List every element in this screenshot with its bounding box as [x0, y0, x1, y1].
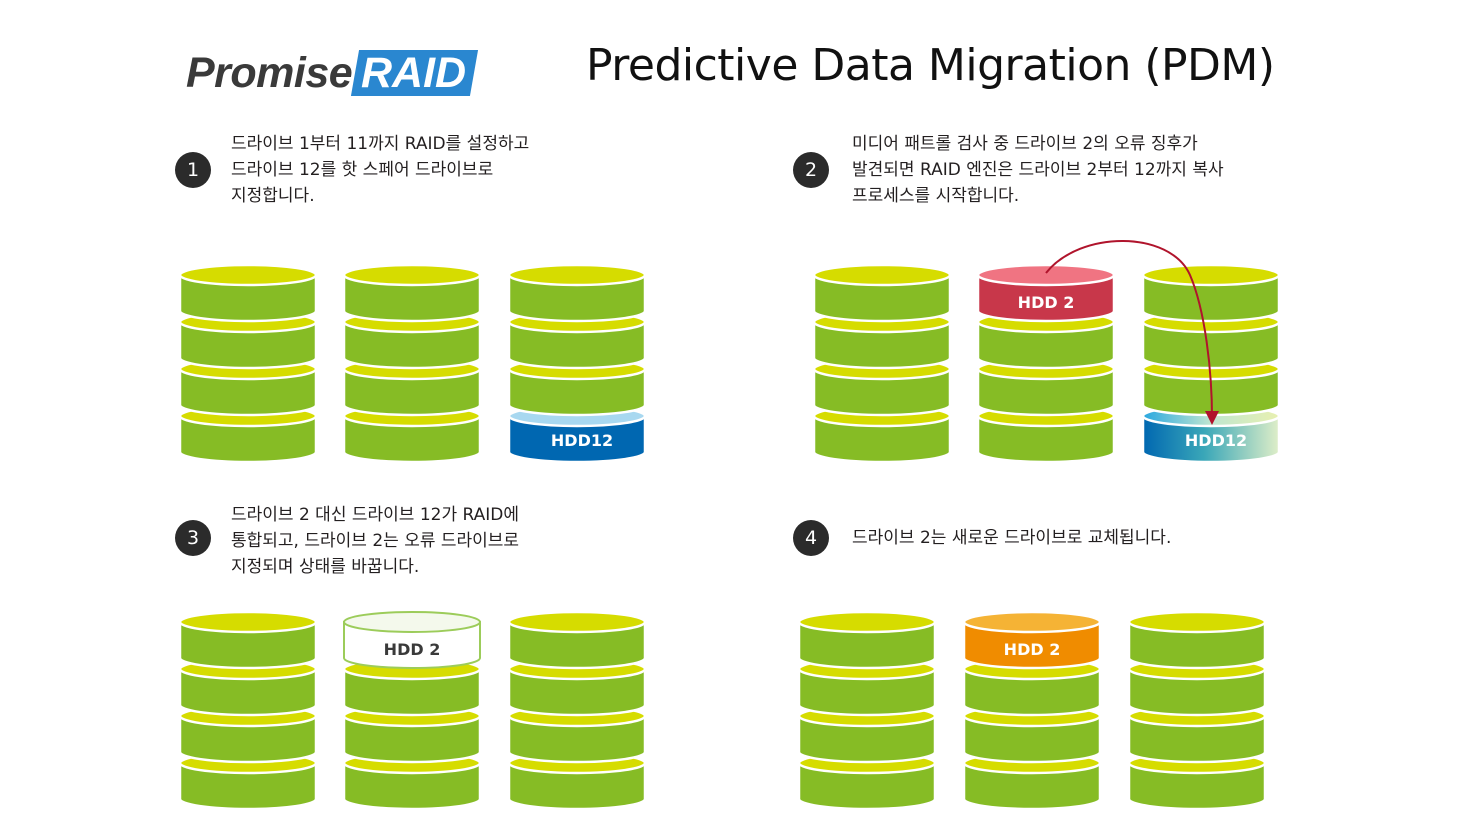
- step2-stack-2-disk-2-side: [976, 320, 1116, 370]
- step-4-text: 드라이브 2는 새로운 드라이브로 교체됩니다.: [852, 528, 1172, 548]
- step1-stack-2-disk-3-side: [342, 367, 482, 417]
- copy-arrow: [1045, 240, 1219, 425]
- step3-stack-1-disk-4-side: [178, 761, 318, 811]
- step2-stack-1-disk-1-side: [812, 273, 952, 323]
- step-2-text: 미디어 패트롤 검사 중 드라이브 2의 오류 징후가 발견되면 RAID 엔진…: [852, 134, 1224, 206]
- step2-stack-1-disk-3-side: [812, 367, 952, 417]
- step2-stack-3-disk-1: [1141, 263, 1281, 323]
- step2-stack-1-disk-1-top: [812, 263, 952, 287]
- step1-stack-1-disk-1: [178, 263, 318, 323]
- step2-stack-1-disk-1: [812, 263, 952, 323]
- step2-hdd12-label: HDD12: [1185, 431, 1247, 450]
- step3-stack-2-disk-2-side: [342, 667, 482, 717]
- step4-stack-3-disk-4-side: [1127, 761, 1267, 811]
- step1-stack-2-disk-4-side: [342, 414, 482, 464]
- step4-hdd2-label: HDD 2: [1004, 640, 1061, 659]
- step1-stack-2-disk-2-side: [342, 320, 482, 370]
- step3-stack-2-disk-1-side: [343, 621, 481, 669]
- step4-stack-1-disk-2-side: [797, 667, 937, 717]
- step3-stack-3-disk-2-side: [507, 667, 647, 717]
- step3-stack-3-disk-1-top: [507, 610, 647, 634]
- step-1-badge: 1: [175, 152, 211, 188]
- step2-hdd2-label: HDD 2: [1018, 293, 1075, 312]
- step4-stack-1-disk-1-top: [797, 610, 937, 634]
- step4-stack-2-disk-3-side: [962, 714, 1102, 764]
- step3-stack-3-disk-1-side: [507, 620, 647, 670]
- step3-stack-3-disk-3-side: [507, 714, 647, 764]
- step3-stack-1-disk-3-side: [178, 714, 318, 764]
- step3-stack-2-disk-1-top: [343, 611, 481, 633]
- step3-stack-3-disk-4-side: [507, 761, 647, 811]
- step-3-text: 드라이브 2 대신 드라이브 12가 RAID에 통합되고, 드라이브 2는 오…: [231, 505, 520, 577]
- step4-stack-3-disk-1-top: [1127, 610, 1267, 634]
- step1-stack-3-disk-4-side: [507, 414, 647, 464]
- step2-stack-2-disk-1-top: [976, 263, 1116, 287]
- step4-stack-2-disk-1: [962, 610, 1102, 670]
- step3-stack-2-disk-3-side: [342, 714, 482, 764]
- step3-stack-2-disk-1: [343, 611, 481, 669]
- step2-stack-2-disk-4-side: [976, 414, 1116, 464]
- step1-stack-2-disk-1-top: [342, 263, 482, 287]
- step3-hdd2-label: HDD 2: [384, 640, 441, 659]
- step4-stack-2-disk-1-top: [962, 610, 1102, 634]
- step4-stack-2-disk-2-side: [962, 667, 1102, 717]
- step1-stack-1-disk-2-side: [178, 320, 318, 370]
- step1-stack-3-disk-2-side: [507, 320, 647, 370]
- step1-stack-2-disk-1: [342, 263, 482, 323]
- step1-stack-1-disk-4-side: [178, 414, 318, 464]
- step-1-text: 드라이브 1부터 11까지 RAID를 설정하고 드라이브 12를 핫 스페어 …: [231, 134, 530, 206]
- step1-stack-3-disk-1-top: [507, 263, 647, 287]
- step-3-badge: 3: [175, 520, 211, 556]
- step3-stack-1-disk-1-side: [178, 620, 318, 670]
- logo-promise-text: Promise: [186, 49, 353, 97]
- step4-stack-1-disk-4-side: [797, 761, 937, 811]
- step4-stack-2-disk-1-side: [962, 620, 1102, 670]
- step4-stack-1-disk-3-side: [797, 714, 937, 764]
- disk-stacks: [178, 263, 1281, 811]
- step-4-badge: 4: [793, 520, 829, 556]
- page-title: Predictive Data Migration (PDM): [586, 40, 1275, 91]
- step1-stack-1-disk-3-side: [178, 367, 318, 417]
- step1-stack-1-disk-1-side: [178, 273, 318, 323]
- promise-raid-logo: Promise RAID: [186, 48, 479, 98]
- step4-stack-3-disk-1-side: [1127, 620, 1267, 670]
- step1-stack-1-disk-1-top: [178, 263, 318, 287]
- step3-stack-2-disk-4-side: [342, 761, 482, 811]
- step1-stack-3-disk-1-side: [507, 273, 647, 323]
- step4-stack-3-disk-3-side: [1127, 714, 1267, 764]
- step1-hdd12-label: HDD12: [551, 431, 613, 450]
- step2-stack-1-disk-4-side: [812, 414, 952, 464]
- step1-stack-3-disk-3-side: [507, 367, 647, 417]
- step1-stack-2-disk-1-side: [342, 273, 482, 323]
- step3-stack-1-disk-1-top: [178, 610, 318, 634]
- step3-stack-1-disk-1: [178, 610, 318, 670]
- step4-stack-1-disk-1: [797, 610, 937, 670]
- step4-stack-3-disk-1: [1127, 610, 1267, 670]
- step-2-badge: 2: [793, 152, 829, 188]
- step2-stack-2-disk-3-side: [976, 367, 1116, 417]
- step4-stack-1-disk-1-side: [797, 620, 937, 670]
- step2-stack-3-disk-4-side: [1141, 414, 1281, 464]
- step3-stack-3-disk-1: [507, 610, 647, 670]
- step2-stack-3-disk-1-side: [1141, 273, 1281, 323]
- step2-stack-2-disk-1: [976, 263, 1116, 323]
- step4-stack-3-disk-2-side: [1127, 667, 1267, 717]
- step2-stack-3-disk-2-side: [1141, 320, 1281, 370]
- step2-stack-2-disk-1-side: [976, 273, 1116, 323]
- step2-stack-3-disk-1-top: [1141, 263, 1281, 287]
- step4-stack-2-disk-4-side: [962, 761, 1102, 811]
- step3-stack-1-disk-2-side: [178, 667, 318, 717]
- step2-stack-1-disk-2-side: [812, 320, 952, 370]
- step1-stack-3-disk-1: [507, 263, 647, 323]
